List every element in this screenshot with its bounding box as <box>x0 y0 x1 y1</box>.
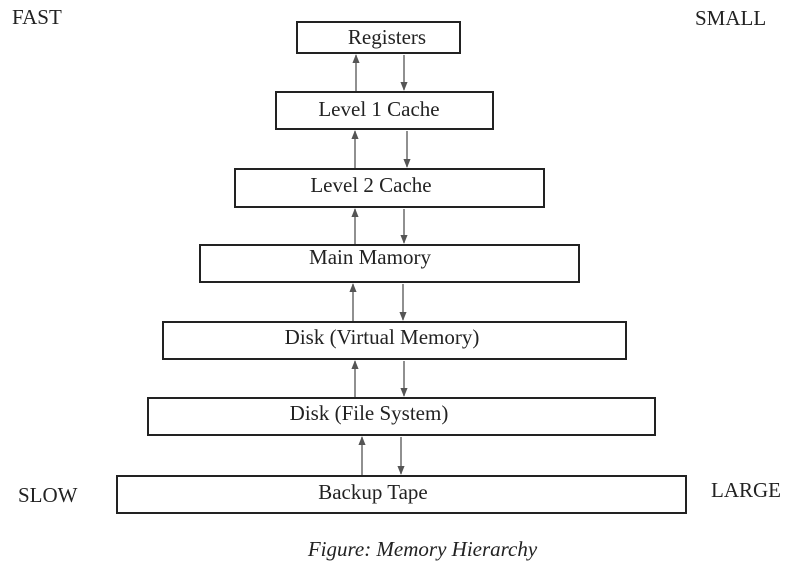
large-label: LARGE <box>711 478 781 502</box>
level-file-system <box>147 397 656 436</box>
level-l1-cache <box>275 91 494 130</box>
backup-tape-label: Backup Tape <box>318 480 428 504</box>
level-l2-cache <box>234 168 545 208</box>
small-label: SMALL <box>695 6 767 30</box>
l1-cache-label: Level 1 Cache <box>318 97 440 121</box>
slow-label: SLOW <box>18 483 78 507</box>
level-backup-tape <box>116 475 687 514</box>
main-memory-label: Main Mamory <box>309 245 431 269</box>
file-system-label: Disk (File System) <box>289 401 449 425</box>
level-virtual-memory <box>162 321 627 360</box>
figure-caption: Figure: Memory Hierarchy <box>307 537 538 561</box>
virtual-memory-label: Disk (Virtual Memory) <box>284 325 480 349</box>
level-main-memory <box>199 244 580 283</box>
level-registers <box>296 21 461 54</box>
registers-label: Registers <box>347 25 427 49</box>
l2-cache-label: Level 2 Cache <box>310 173 432 197</box>
fast-label: FAST <box>12 5 62 29</box>
